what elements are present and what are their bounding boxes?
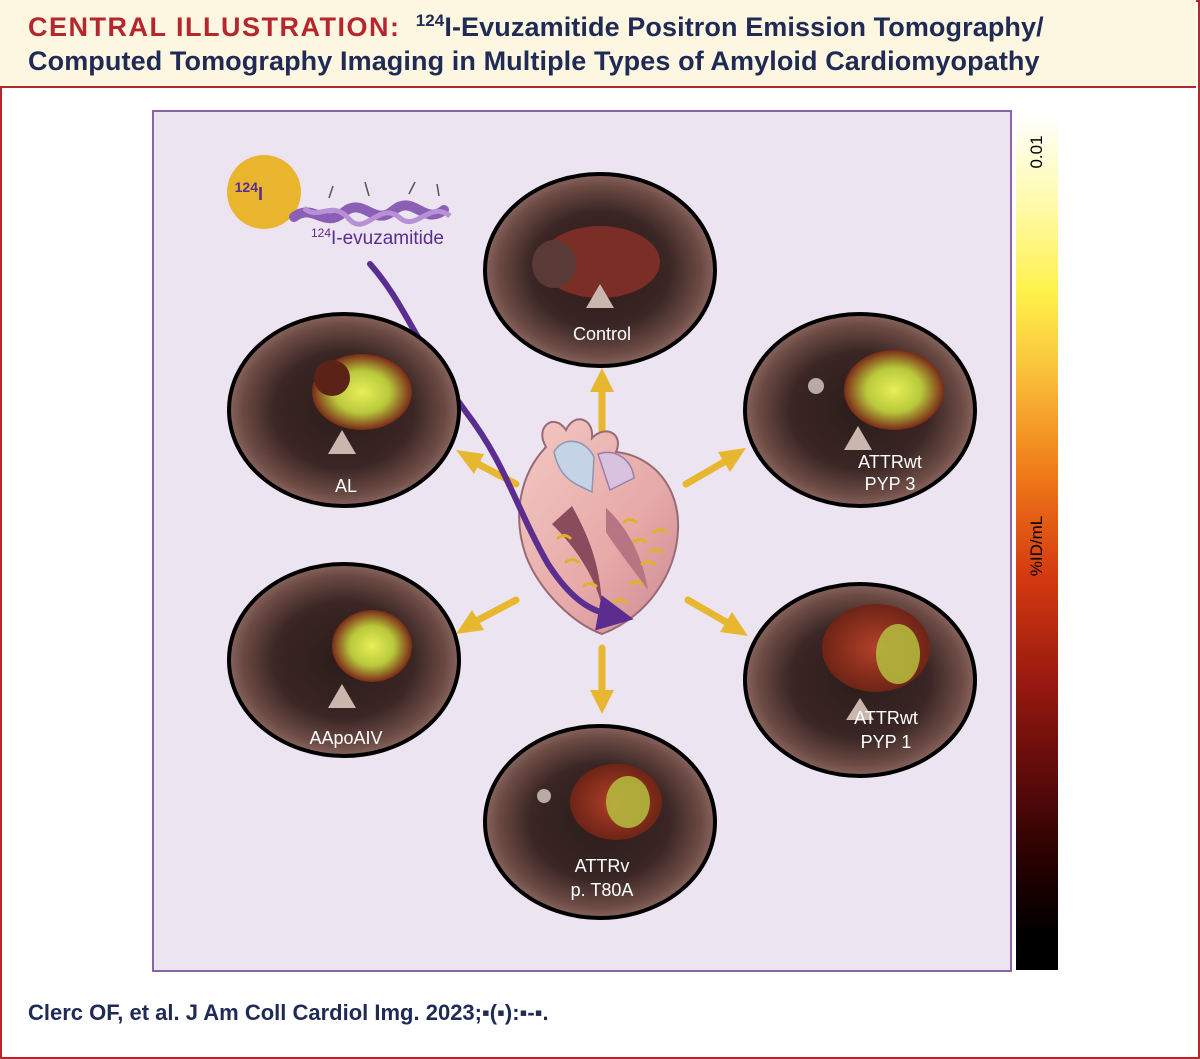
tracer-badge-superscript: 124 [235,179,259,195]
title-line-2: Computed Tomography Imaging in Multiple … [28,46,1040,76]
arrow-to-attrwt-pyp1-icon [684,596,748,636]
heart-illustration-icon [518,418,680,636]
tracer-badge: 124 I [227,155,301,229]
scan-label-line2: PYP 1 [861,732,912,752]
scan-control: Control [483,172,717,368]
scan-aapoaiv: AApoAIV [227,562,461,758]
title-line-1: CENTRAL ILLUSTRATION: 124I-Evuzamitide P… [28,12,1044,43]
title-line-1-text: I-Evuzamitide Positron Emission Tomograp… [444,12,1044,42]
color-scale-bar [1016,114,1058,970]
header: CENTRAL ILLUSTRATION: 124I-Evuzamitide P… [0,0,1196,88]
scan-label-line2: PYP 3 [865,474,916,494]
scan-attrv: ATTRv p. T80A [483,724,717,920]
scan-label-line1: ATTRv [575,856,630,876]
arrow-to-control-icon [590,368,614,442]
tracer-path-arrow-icon [367,261,634,631]
arrow-to-aapoaiv-icon [456,596,520,634]
color-scale-unit-label: %ID/mL [1027,515,1046,577]
scan-label-line1: ATTRwt [858,452,922,472]
citation: Clerc OF, et al. J Am Coll Cardiol Img. … [28,1000,549,1025]
scan-label: Control [573,324,631,344]
peptide-helix-icon [289,181,452,227]
color-scale-min-label: 0 [1027,949,1046,959]
tracer-name: 124I-evuzamitide [311,226,444,249]
scan-label: AL [335,476,357,496]
scan-attrwt-pyp1: ATTRwt PYP 1 [743,582,977,778]
color-scale-max-label: 0.01 [1027,135,1046,169]
arrow-to-attrwt-pyp3-icon [682,448,746,488]
illustration-panel: 124 I 124I-evuzamitide [152,110,1012,972]
title-isotope-superscript: 124 [415,11,445,30]
scan-al: AL [227,312,461,508]
scan-attrwt-pyp3: ATTRwt PYP 3 [743,312,977,508]
tracer-badge-element: I [258,184,263,204]
arrow-to-attrv-icon [590,644,614,714]
illustration-svg: 124 I 124I-evuzamitide [227,155,977,920]
scan-label-line1: ATTRwt [854,708,918,728]
scan-label-line2: p. T80A [571,880,634,900]
central-illustration-label: CENTRAL ILLUSTRATION: [28,12,401,42]
scan-label: AApoAIV [309,728,382,748]
